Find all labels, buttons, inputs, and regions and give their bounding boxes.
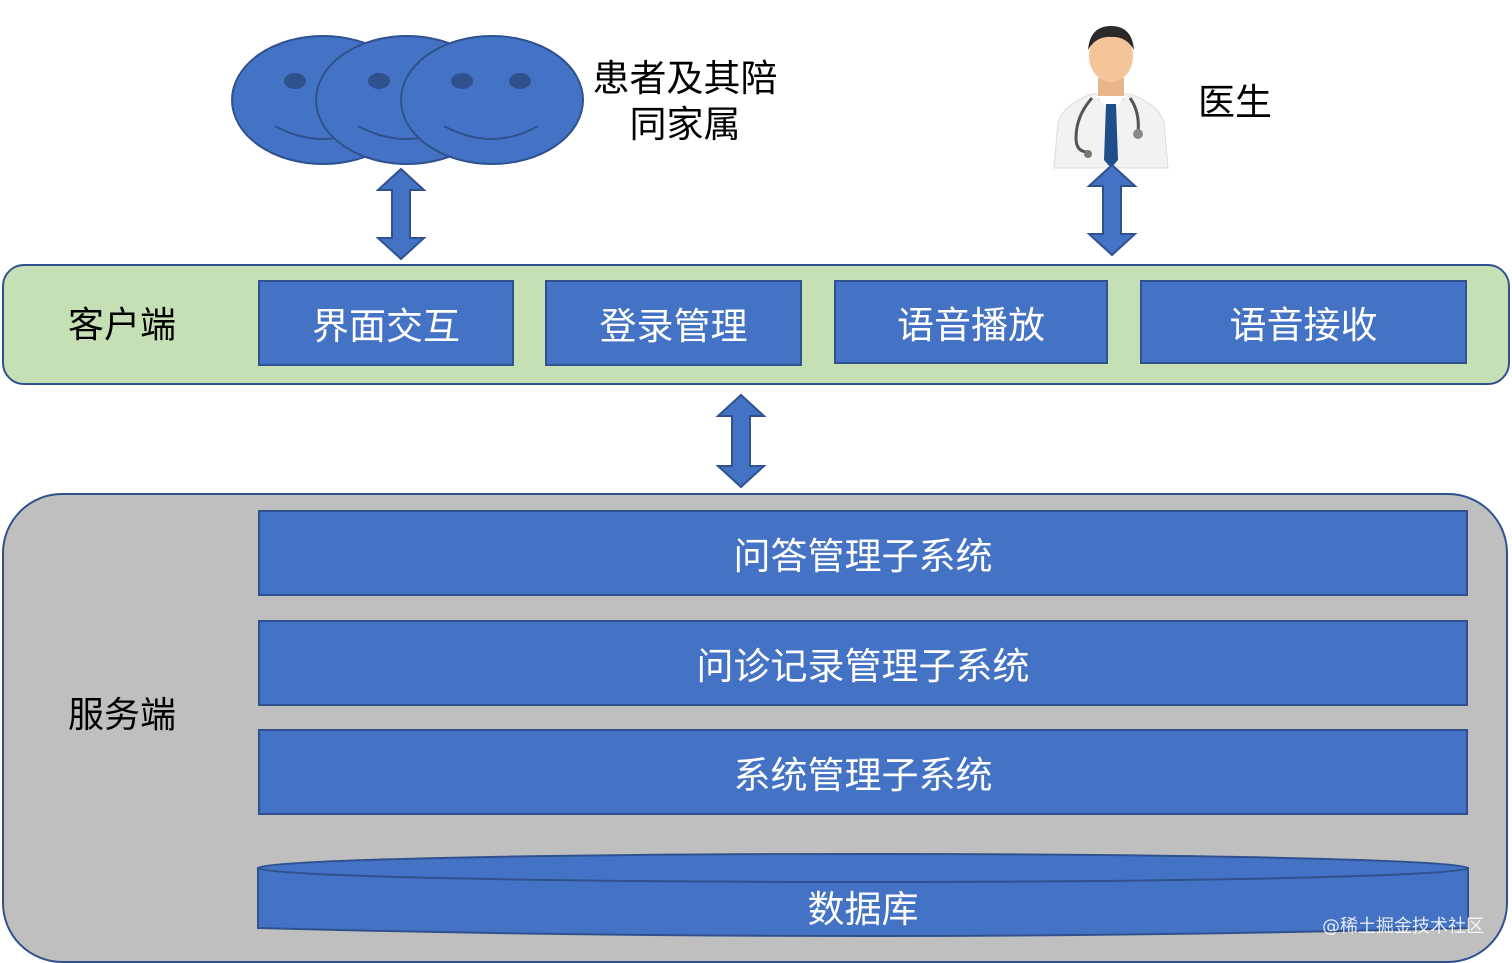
server-label: 服务端 <box>68 695 177 736</box>
doctor-icon <box>1053 26 1169 169</box>
arrow-client-server <box>715 393 767 489</box>
watermark: @稀土掘金技术社区 <box>1322 916 1484 937</box>
doctor-label: 医生 <box>1198 81 1272 124</box>
arrow-patients-client <box>375 167 427 261</box>
patients-label-line2: 同家属 <box>629 103 741 146</box>
arrow-doctor-client <box>1086 163 1138 257</box>
module-voice-playback: 语音播放 <box>834 280 1108 364</box>
patients-label-line1: 患者及其陪 <box>592 57 778 100</box>
module-ui-interaction: 界面交互 <box>258 280 514 366</box>
patients-label: 患者及其陪 同家属 <box>585 56 785 148</box>
face-3 <box>400 35 584 165</box>
module-voice-receive: 语音接收 <box>1140 280 1467 364</box>
patients-icon <box>231 35 584 165</box>
database-icon <box>257 853 1469 937</box>
database-label: 数据库 <box>807 888 919 931</box>
subsystem-qa-management: 问答管理子系统 <box>258 510 1468 596</box>
client-label: 客户端 <box>68 305 177 346</box>
module-login-management: 登录管理 <box>545 280 802 366</box>
subsystem-system-management: 系统管理子系统 <box>258 729 1468 815</box>
subsystem-consultation-records: 问诊记录管理子系统 <box>258 620 1468 706</box>
